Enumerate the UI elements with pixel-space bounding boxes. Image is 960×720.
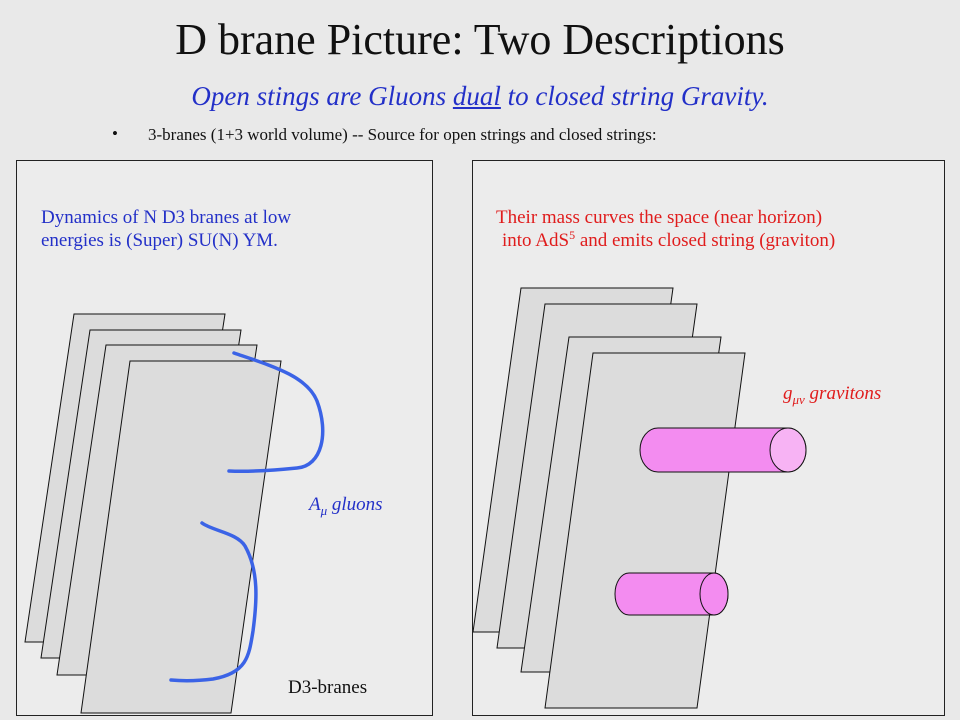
- ads-superscript: 5: [569, 227, 576, 242]
- bullet-text: 3-branes (1+3 world volume) -- Source fo…: [148, 125, 657, 144]
- gravitons-label: gμν gravitons: [783, 383, 882, 407]
- branes-gravitons-diagram: [473, 287, 807, 709]
- subtitle-underlined-word: dual: [452, 81, 501, 111]
- subtitle-part-1: Open stings are Gluons: [191, 81, 453, 111]
- gluon-subscript: μ: [320, 503, 328, 518]
- d3-branes-gluons-diagram: [24, 313, 325, 714]
- ads-suffix: and emits closed string (graviton): [575, 229, 836, 251]
- gravity-description-text: Their mass curves the space (near horizo…: [496, 207, 835, 253]
- graviton-tube-upper: [639, 427, 807, 473]
- slide-title: D brane Picture: Two Descriptions: [175, 15, 785, 64]
- gauge-dynamics-line-2: energies is (Super) SU(N) YM.: [41, 229, 278, 251]
- brane-sheet-4: [80, 360, 282, 714]
- d3-branes-label: D3-branes: [288, 677, 368, 698]
- gauge-dynamics-text: Dynamics of N D3 branes at low energies …: [41, 207, 291, 253]
- ads-prefix: into AdS: [502, 229, 570, 251]
- graviton-subscript: μν: [792, 392, 805, 407]
- open-string-upper: [227, 351, 325, 474]
- gauge-theory-panel: Dynamics of N D3 branes at low energies …: [16, 160, 433, 716]
- graviton-symbol: g: [783, 383, 793, 404]
- gauge-dynamics-line-1: Dynamics of N D3 branes at low: [41, 207, 292, 228]
- bullet-point: • 3-branes (1+3 world volume) -- Source …: [112, 125, 657, 144]
- slide-subtitle: Open stings are Gluons dual to closed st…: [0, 83, 960, 110]
- graviton-word: gravitons: [804, 383, 882, 404]
- open-string-lower: [169, 521, 258, 683]
- gravity-description-line-1: Their mass curves the space (near horizo…: [496, 207, 823, 228]
- graviton-tube-lower: [614, 572, 729, 616]
- gluons-label: Aμ gluons: [309, 494, 383, 518]
- gluon-word: gluons: [327, 494, 383, 515]
- gravity-panel: Their mass curves the space (near horizo…: [472, 160, 945, 716]
- gluon-symbol: A: [309, 494, 321, 515]
- bullet-dot-icon: •: [112, 124, 118, 143]
- subtitle-part-2: to closed string Gravity.: [500, 81, 769, 111]
- gravity-description-line-2: into AdS5 and emits closed string (gravi…: [502, 227, 836, 253]
